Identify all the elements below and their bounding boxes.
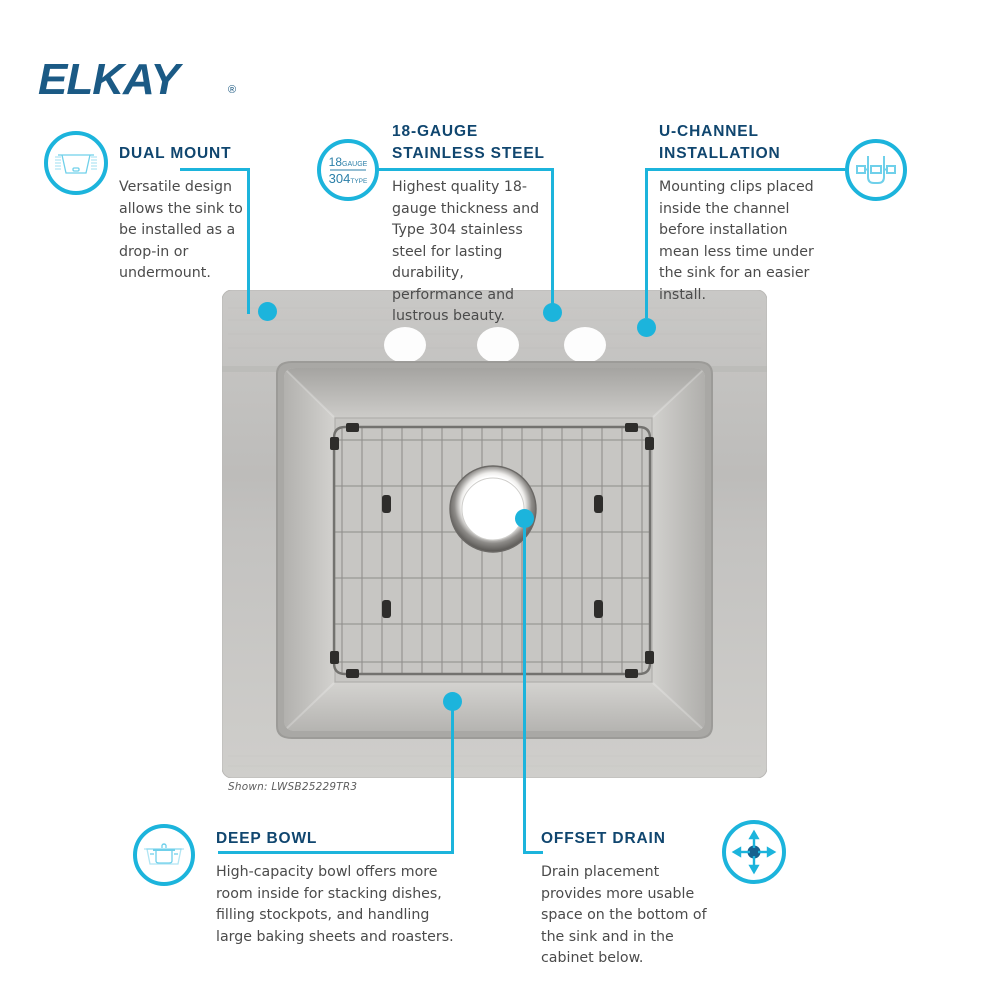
- feature-deep-bowl: DEEP BOWL High-capacity bowl offers more…: [216, 828, 462, 948]
- feature-title: OFFSET DRAIN: [541, 830, 666, 847]
- connector-uchannel-v: [645, 168, 648, 318]
- u-channel-icon: [856, 156, 896, 184]
- connector-deepbowl-h: [218, 851, 454, 854]
- four-way-arrows-drain-icon: [731, 829, 777, 875]
- product-model-caption: Shown: LWSB25229TR3: [228, 781, 358, 793]
- feature-body: Highest quality 18-gauge thickness and T…: [392, 179, 540, 324]
- stockpot-in-sink-icon: [144, 843, 184, 865]
- connector-dual-mount-h2: [247, 168, 250, 171]
- gauge-badge-icon-circle: 18GAUGE 304TYPE: [317, 139, 379, 201]
- feature-18-gauge: 18-GAUGE STAINLESS STEEL Highest quality…: [392, 121, 552, 328]
- svg-text:18GAUGE: 18GAUGE: [329, 155, 368, 169]
- dual-mount-icon-circle: [44, 131, 108, 195]
- connector-offsetdrain-v: [523, 518, 526, 851]
- connector-gauge-h: [378, 168, 554, 171]
- connector-dual-mount-v: [247, 168, 250, 314]
- svg-text:ELKAY: ELKAY: [38, 58, 184, 104]
- grid-feet: [330, 423, 654, 678]
- feature-body: Mounting clips placed inside the channel…: [659, 179, 814, 303]
- feature-u-channel: U-CHANNEL INSTALLATION Mounting clips pl…: [659, 121, 831, 306]
- connector-offsetdrain-h: [523, 851, 543, 854]
- connector-dual-mount-h: [180, 168, 250, 171]
- connector-uchannel-h: [645, 168, 845, 171]
- connector-dot-uchannel: [637, 318, 656, 337]
- sink-cross-section-icon: [55, 154, 97, 174]
- deep-bowl-icon-circle: [133, 824, 195, 886]
- registered-trademark-icon: ®: [228, 84, 237, 96]
- feature-title: U-CHANNEL INSTALLATION: [659, 123, 781, 162]
- feature-title: 18-GAUGE STAINLESS STEEL: [392, 123, 545, 162]
- connector-gauge-v: [551, 168, 554, 313]
- feature-title: DUAL MOUNT: [119, 145, 232, 162]
- connector-dot-gauge: [543, 303, 562, 322]
- faucet-holes: [384, 327, 606, 363]
- feature-body: Drain placement provides more usable spa…: [541, 864, 707, 966]
- elkay-logo: ELKAY: [38, 55, 248, 104]
- gauge-badge-icon: 18GAUGE 304TYPE: [329, 155, 368, 186]
- feature-offset-drain: OFFSET DRAIN Drain placement provides mo…: [541, 828, 713, 970]
- feature-body: High-capacity bowl offers more room insi…: [216, 864, 454, 945]
- u-channel-icon-circle: [845, 139, 907, 201]
- feature-dual-mount: DUAL MOUNT Versatile design allows the s…: [119, 143, 261, 285]
- svg-text:304TYPE: 304TYPE: [329, 171, 368, 186]
- feature-body: Versatile design allows the sink to be i…: [119, 179, 243, 281]
- connector-dot-dual-mount: [258, 302, 277, 321]
- connector-deepbowl-v: [451, 700, 454, 851]
- offset-drain-opening: [449, 465, 537, 553]
- sink-product-image: [221, 289, 768, 779]
- offset-drain-icon-circle: [722, 820, 786, 884]
- feature-title: DEEP BOWL: [216, 830, 318, 847]
